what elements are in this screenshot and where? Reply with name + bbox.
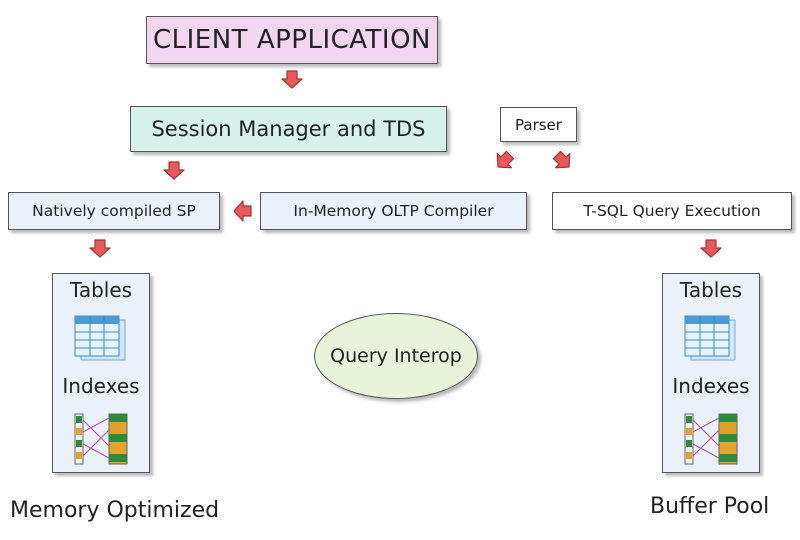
buffer-pool-caption: Buffer Pool: [650, 494, 770, 519]
indexes-icon: [74, 413, 128, 465]
memory-optimized-caption: Memory Optimized: [10, 498, 220, 523]
arrow-icon: [549, 147, 577, 175]
arrow-icon: [700, 239, 722, 258]
indexes-label: Indexes: [672, 374, 750, 398]
arrow-icon: [490, 147, 518, 175]
session-manager-box: Session Manager and TDS: [130, 106, 447, 152]
indexes-icon: [684, 413, 738, 465]
parser-box: Parser: [500, 107, 577, 142]
tsql-execution-box: T-SQL Query Execution: [552, 192, 792, 230]
query-interop-ellipse: Query Interop: [314, 313, 478, 399]
tables-label: Tables: [69, 278, 133, 302]
tables-icon: [684, 315, 736, 361]
buffer-pool-panel: Tables Indexes: [662, 273, 760, 473]
inmemory-compiler-box: In-Memory OLTP Compiler: [260, 192, 527, 230]
natively-compiled-sp-box: Natively compiled SP: [8, 192, 220, 230]
arrow-icon: [281, 70, 303, 89]
tables-icon: [74, 315, 126, 361]
indexes-label: Indexes: [62, 374, 140, 398]
tables-label: Tables: [679, 278, 743, 302]
memory-optimized-panel: Tables Indexes: [52, 273, 150, 473]
arrow-icon: [89, 239, 111, 258]
arrow-icon: [233, 200, 252, 222]
client-application-box: CLIENT APPLICATION: [146, 16, 438, 64]
arrow-icon: [163, 161, 185, 180]
